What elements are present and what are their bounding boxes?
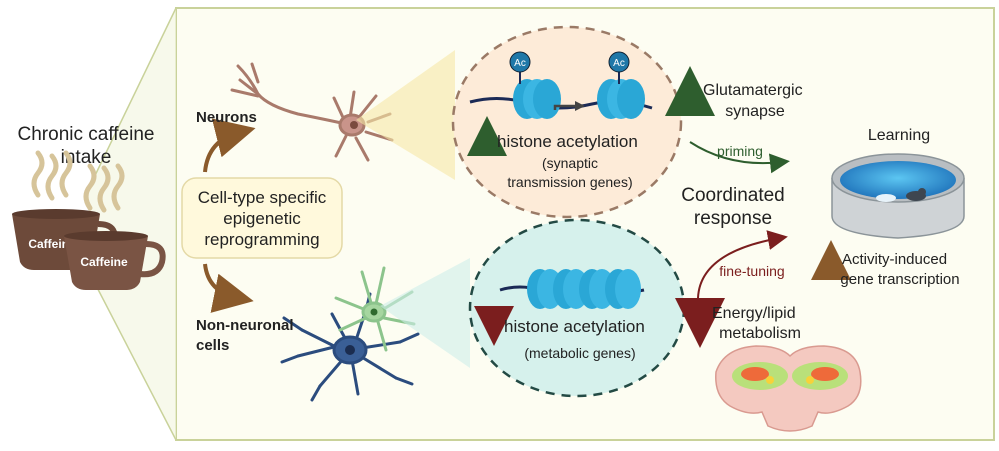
water-maze-icon bbox=[831, 153, 965, 239]
cup-label-2: Caffeine bbox=[80, 255, 128, 269]
reprogramming-line3: reprogramming bbox=[204, 230, 319, 249]
brain-slice-icon bbox=[715, 345, 862, 432]
steam-icon bbox=[31, 150, 125, 213]
non-neuronal-label: Non-neuronal bbox=[196, 317, 294, 334]
ac-label-2: Ac bbox=[613, 58, 625, 69]
neuron-bubble bbox=[451, 25, 683, 219]
neuron-genes-line2: transmission genes) bbox=[507, 174, 632, 190]
non-neuronal-effect: histone acetylation bbox=[504, 317, 645, 336]
reprogramming-line1: Cell-type specific bbox=[198, 188, 327, 207]
glutamatergic-line1: Glutamatergic bbox=[703, 82, 803, 99]
energy-line1: Energy/lipid bbox=[712, 305, 796, 322]
intake-title-2: intake bbox=[61, 147, 112, 168]
activity-line1: Activity-induced bbox=[842, 251, 947, 268]
coordinated-line2: response bbox=[694, 208, 772, 229]
priming-label: priming bbox=[717, 143, 763, 159]
neurons-label: Neurons bbox=[196, 109, 257, 126]
fine-tuning-arrow bbox=[697, 230, 788, 299]
energy-line2: metabolism bbox=[719, 325, 801, 342]
condensed-nucleosomes-icon bbox=[527, 269, 641, 309]
glia-icon bbox=[280, 292, 420, 402]
glia-zoom bbox=[380, 258, 470, 368]
nucleosome-icon: Ac bbox=[509, 51, 561, 119]
reprogramming-box bbox=[181, 177, 343, 259]
nucleosome-icon-2: Ac bbox=[597, 51, 645, 119]
arrow-to-non-neuronal bbox=[203, 263, 254, 313]
coffee-cup-icon-2: Caffeine bbox=[64, 231, 166, 290]
priming-arrow bbox=[689, 141, 790, 174]
arrow-to-neurons bbox=[203, 118, 256, 173]
non-neuronal-genes: (metabolic genes) bbox=[524, 345, 635, 361]
neuron-zoom bbox=[356, 50, 455, 180]
glutamatergic-line2: synapse bbox=[725, 103, 785, 120]
neuron-effect: histone acetylation bbox=[497, 132, 638, 151]
neuron-genes-line1: (synaptic bbox=[542, 155, 598, 171]
reprogramming-line2: epigenetic bbox=[223, 209, 301, 228]
zoom-cone bbox=[88, 8, 176, 440]
ac-label-1: Ac bbox=[514, 58, 526, 69]
coordinated-line1: Coordinated bbox=[681, 185, 785, 206]
intake-title: Chronic caffeine bbox=[18, 124, 155, 145]
learning-label: Learning bbox=[868, 127, 930, 144]
non-neuronal-label-2: cells bbox=[196, 337, 229, 354]
cup-label-1: Caffeine bbox=[28, 237, 76, 251]
fine-tuning-label: fine-tuning bbox=[719, 263, 784, 279]
activity-line2: gene transcription bbox=[840, 271, 959, 288]
